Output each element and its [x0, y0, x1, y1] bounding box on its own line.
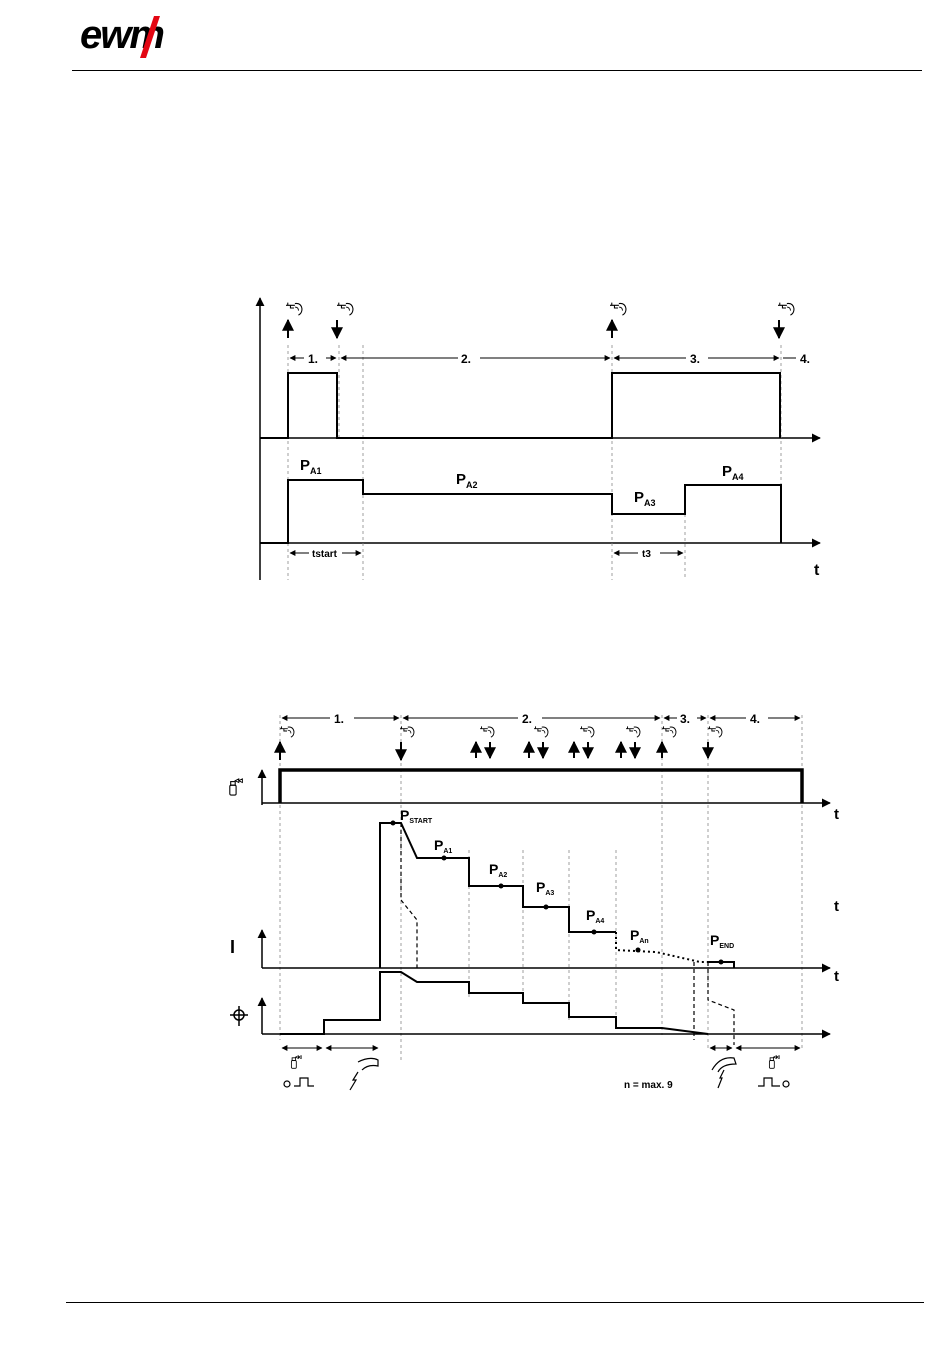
gas-preflow-icon [284, 1056, 314, 1087]
level-pa4-main: P [586, 907, 595, 923]
level-pa2-sub: A2 [466, 480, 478, 490]
level-pa3-sub: A3 [545, 890, 554, 897]
power-signal [260, 480, 781, 543]
level-pa3-main: P [634, 489, 644, 506]
level-pa4-sub: A4 [732, 472, 744, 482]
current-symbol: I [230, 937, 235, 957]
phase-label-2: 2. [461, 352, 471, 366]
current-signal [380, 823, 616, 968]
trigger-signal [260, 373, 780, 438]
time-axis-label-3: t [834, 968, 839, 985]
torch-trigger-tap-4 [621, 726, 640, 758]
phase-label-4: 4. [750, 712, 760, 726]
level-pstart-main: P [400, 807, 409, 823]
level-pa1-sub: A1 [310, 466, 322, 476]
time-label-tstart: tstart [312, 549, 338, 560]
level-pa1-main: P [434, 837, 443, 853]
level-pa3-sub: A3 [644, 498, 656, 508]
time-axis-label-2: t [834, 898, 839, 915]
torch-trigger-press-2 [610, 303, 626, 338]
svg-text:PA3: PA3 [634, 489, 656, 508]
level-pa4-sub: A4 [595, 918, 604, 925]
torch-trigger-release-1 [337, 303, 353, 338]
time-label-t3: t3 [642, 549, 651, 560]
level-pa2-main: P [489, 861, 498, 877]
phase-label-4: 4. [800, 352, 810, 366]
level-pa2-main: P [456, 471, 466, 488]
wire-feed-signal [280, 972, 708, 1034]
sequence-diagram-4-cycle: 1. 2. 3. 4. PA1 PA2 PA3 PA4 tstart t3 t [240, 290, 840, 590]
level-pend-sub: END [719, 943, 734, 950]
wire-feed-icon [230, 1006, 248, 1026]
svg-text:PA2: PA2 [489, 861, 507, 879]
torch-trigger-release-end [708, 726, 722, 758]
gas-bottle-icon [230, 779, 243, 795]
svg-text:PA4: PA4 [586, 907, 604, 925]
ewm-logo: ewm [80, 10, 220, 62]
svg-text:PAn: PAn [630, 927, 649, 945]
footer-rule [66, 1302, 924, 1303]
torch-trigger-press-1 [286, 303, 302, 338]
svg-text:PSTART: PSTART [400, 807, 433, 825]
svg-text:PA2: PA2 [456, 471, 478, 490]
torch-trigger-release-2 [778, 303, 794, 338]
svg-text:PA1: PA1 [300, 457, 322, 476]
phase-label-1: 1. [308, 352, 318, 366]
level-pend-main: P [710, 932, 719, 948]
max-steps-note: n = max. 9 [624, 1080, 673, 1091]
level-pa3-main: P [536, 879, 545, 895]
header-rule [72, 70, 922, 71]
level-pa2-sub: A2 [498, 872, 507, 879]
guide-lines [288, 345, 781, 580]
level-pan-main: P [630, 927, 639, 943]
level-pstart-sub: START [409, 818, 433, 825]
phase-label-3: 3. [690, 352, 700, 366]
torch-trigger-tap-2 [529, 726, 548, 758]
torch-trigger-tap-1 [476, 726, 494, 758]
level-pa1-main: P [300, 457, 310, 474]
svg-text:PA3: PA3 [536, 879, 554, 897]
svg-text:PA1: PA1 [434, 837, 452, 855]
svg-text:PEND: PEND [710, 932, 734, 950]
crater-fill-icon [712, 1058, 736, 1088]
level-pa4-main: P [722, 463, 732, 480]
torch-trigger-press-end [662, 726, 676, 758]
torch-trigger-tap-3 [574, 726, 594, 758]
phase-label-3: 3. [680, 712, 690, 726]
phase-label-1: 1. [334, 712, 344, 726]
svg-text:PA4: PA4 [722, 463, 744, 482]
level-pan-sub: An [639, 938, 648, 945]
level-pa1-sub: A1 [443, 848, 452, 855]
torch-trigger-release [400, 726, 414, 760]
gas-postflow-icon [758, 1056, 789, 1087]
torch-trigger-press [280, 726, 294, 760]
phase-label-2: 2. [522, 712, 532, 726]
gas-signal [280, 770, 802, 803]
ignition-icon [350, 1058, 378, 1090]
time-axis-label-1: t [834, 806, 839, 823]
sequence-diagram-special: 1. 2. 3. 4. t I [220, 700, 860, 1100]
time-axis-label: t [814, 562, 820, 579]
